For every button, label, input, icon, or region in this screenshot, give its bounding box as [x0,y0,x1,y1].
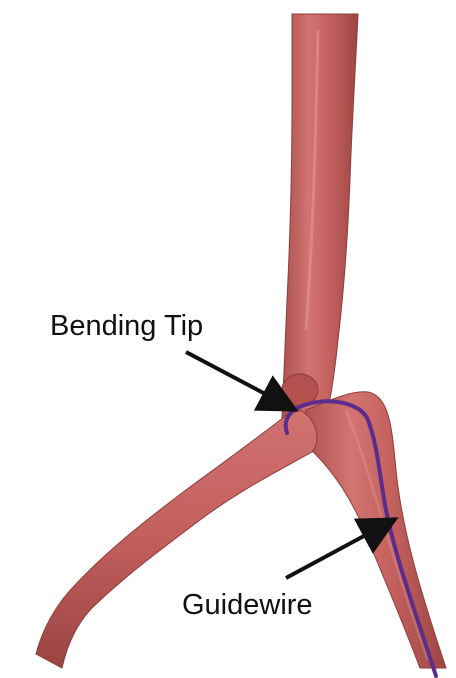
vessel-left-branch [36,410,317,668]
guidewire-label: Guidewire [182,591,313,620]
bending-tip-label: Bending Tip [50,312,203,341]
bending-tip-arrow [186,352,288,406]
vessel-trunk [282,14,358,418]
